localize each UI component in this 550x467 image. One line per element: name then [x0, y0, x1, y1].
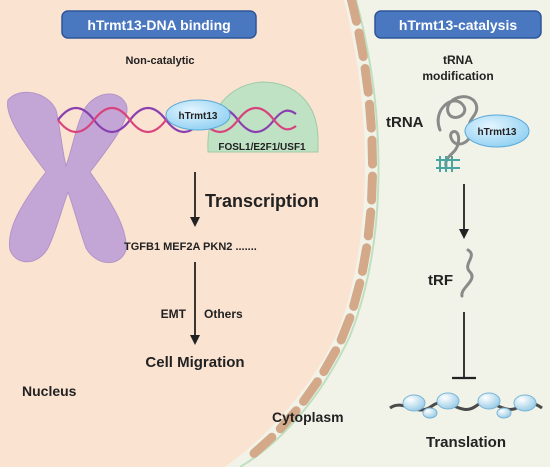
- gene-list: TGFB1 MEF2A PKN2 .......: [124, 241, 257, 253]
- trna-modification-line1: tRNA: [443, 53, 473, 67]
- nucleus-label: Nucleus: [22, 383, 77, 399]
- tf-label: FOSL1/E2F1/USF1: [218, 142, 306, 153]
- others-label: Others: [204, 307, 243, 321]
- emt-label: EMT: [161, 307, 187, 321]
- dna-strand-purple: [57, 106, 297, 134]
- envelope-segment: [349, 278, 365, 311]
- envelope-segment: [346, 0, 361, 26]
- header-left-text: hTrmt13-DNA binding: [87, 17, 230, 33]
- nuclear-envelope: [249, 0, 378, 458]
- trf-label: tRF: [428, 272, 453, 289]
- header-right-text: hTrmt13-catalysis: [399, 17, 517, 33]
- envelope-segment: [363, 207, 376, 241]
- envelope-segment: [336, 313, 355, 345]
- cell-migration-label: Cell Migration: [145, 354, 244, 371]
- enzyme-label-nucleus: hTrmt13: [179, 111, 218, 122]
- envelope-segment: [275, 406, 301, 434]
- header-right-box: hTrmt13-catalysis: [374, 10, 542, 39]
- trna-anticodon-icon: [436, 156, 460, 172]
- header-left-box: hTrmt13-DNA binding: [61, 10, 257, 39]
- envelope-segment: [367, 135, 378, 169]
- membrane-line: [239, 0, 380, 467]
- translation-label: Translation: [426, 434, 506, 451]
- enzyme-cytoplasm-icon: hTrmt13: [464, 114, 530, 148]
- trna-modification-line2: modification: [422, 69, 493, 83]
- trna-structure-icon: [436, 95, 479, 168]
- envelope-segment: [249, 432, 277, 458]
- envelope-segment: [364, 99, 376, 133]
- envelope-segment: [357, 243, 372, 276]
- transcription-label: Transcription: [205, 191, 319, 211]
- cytoplasm-label: Cytoplasm: [272, 409, 344, 425]
- envelope-segment: [319, 346, 341, 377]
- envelope-segment: [360, 63, 373, 97]
- ribosome-beads-icon: [402, 392, 537, 419]
- envelope-segment: [367, 171, 377, 205]
- enzyme-nucleus-icon: hTrmt13: [165, 99, 231, 131]
- envelope-segment: [354, 28, 368, 62]
- trf-fragment-icon: [460, 248, 474, 298]
- chromosome-icon: [7, 91, 128, 263]
- enzyme-label-cytoplasm: hTrmt13: [478, 127, 517, 138]
- envelope-segment: [299, 377, 322, 406]
- trna-label: tRNA: [386, 114, 424, 131]
- non-catalytic-label: Non-catalytic: [125, 55, 194, 67]
